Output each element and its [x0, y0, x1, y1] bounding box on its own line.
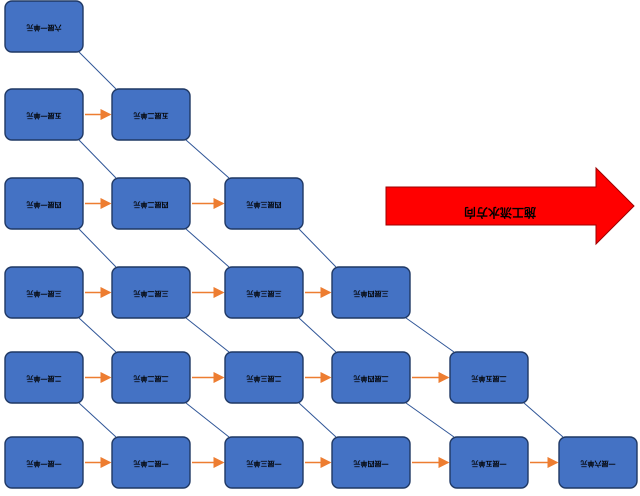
unit-box-shape [111, 351, 191, 404]
unit-box-c4-l3: 三层四单元 [331, 266, 411, 319]
diagonal-connector [298, 317, 337, 353]
unit-box-shape [449, 436, 529, 489]
unit-box-shape [4, 0, 84, 53]
diagonal-connector [185, 139, 230, 179]
unit-box-c1-l4: 四层一单元 [4, 177, 84, 230]
unit-box-label: 二层一单元 [27, 375, 62, 384]
unit-box-label: 四层二单元 [134, 201, 169, 210]
diagonal-connector [78, 402, 117, 438]
diagonal-connectors [78, 51, 564, 438]
unit-box-label: 一层二单元 [134, 460, 169, 469]
unit-box-shape [558, 436, 638, 489]
unit-box-c1-l6: 六层一单元 [4, 0, 84, 53]
unit-box-shape [449, 351, 529, 404]
unit-box-c5-l2: 二层五单元 [449, 351, 529, 404]
unit-box-label: 三层三单元 [247, 290, 282, 299]
unit-box-shape [224, 351, 304, 404]
diagonal-connector [405, 402, 455, 438]
unit-box-shape [111, 88, 191, 141]
diagonal-connector [78, 317, 117, 353]
unit-box-c1-l3: 三层一单元 [4, 266, 84, 319]
unit-box-c5-l1: 一层五单元 [449, 436, 529, 489]
unit-box-label: 二层二单元 [134, 375, 169, 384]
unit-box-c1-l1: 一层一单元 [4, 436, 84, 489]
diagonal-connector [78, 51, 117, 90]
unit-box-c4-l2: 二层四单元 [331, 351, 411, 404]
unit-box-shape [331, 351, 411, 404]
unit-box-label: 四层一单元 [27, 201, 62, 210]
unit-box-c3-l1: 一层三单元 [224, 436, 304, 489]
diagonal-connector [298, 228, 337, 268]
unit-box-label: 二层三单元 [247, 375, 282, 384]
unit-box-shape [224, 177, 304, 230]
unit-box-c1-l5: 五层一单元 [4, 88, 84, 141]
unit-box-shape [4, 177, 84, 230]
unit-box-c2-l3: 三层二单元 [111, 266, 191, 319]
unit-box-label: 三层一单元 [27, 290, 62, 299]
unit-box-shape [4, 266, 84, 319]
unit-box-label: 六层一单元 [27, 24, 62, 33]
diagonal-connector [298, 402, 337, 438]
unit-box-c3-l2: 二层三单元 [224, 351, 304, 404]
unit-box-label: 三层四单元 [354, 290, 389, 299]
diagonal-connector [523, 402, 564, 438]
unit-box-c2-l1: 一层二单元 [111, 436, 191, 489]
unit-box-label: 一层一单元 [27, 460, 62, 469]
flow-direction-label: 施工流水方向 [464, 206, 536, 221]
unit-box-c3-l3: 三层三单元 [224, 266, 304, 319]
big-red-arrow-shape [385, 166, 635, 246]
unit-box-c2-l2: 二层二单元 [111, 351, 191, 404]
unit-box-c4-l1: 一层四单元 [331, 436, 411, 489]
unit-box-shape [331, 436, 411, 489]
unit-box-label: 四层三单元 [247, 201, 282, 210]
unit-box-label: 二层四单元 [354, 375, 389, 384]
unit-box-shape [331, 266, 411, 319]
unit-box-shape [111, 177, 191, 230]
unit-box-shape [111, 266, 191, 319]
unit-box-label: 一层五单元 [472, 460, 507, 469]
diagonal-connector [185, 228, 230, 268]
unit-box-c2-l5: 五层二单元 [111, 88, 191, 141]
unit-box-shape [4, 351, 84, 404]
unit-box-shape [4, 88, 84, 141]
unit-box-label: 一层三单元 [247, 460, 282, 469]
unit-box-label: 三层二单元 [134, 290, 169, 299]
unit-box-label: 五层一单元 [27, 112, 62, 121]
unit-box-shape [224, 436, 304, 489]
unit-box-shape [4, 436, 84, 489]
flow-direction-arrow: 施工流水方向 [385, 166, 635, 246]
unit-box-label: 一层六单元 [581, 460, 616, 469]
horizontal-arrows [85, 108, 559, 469]
diagonal-connector [78, 228, 117, 268]
unit-box-c2-l4: 四层二单元 [111, 177, 191, 230]
unit-box-c3-l4: 四层三单元 [224, 177, 304, 230]
unit-box-label: 二层五单元 [472, 375, 507, 384]
unit-box-c1-l2: 二层一单元 [4, 351, 84, 404]
diagonal-connector [78, 139, 117, 179]
unit-box-label: 一层四单元 [354, 460, 389, 469]
unit-box-label: 五层二单元 [134, 112, 169, 121]
diagonal-connector [405, 317, 455, 353]
diagonal-connector [185, 402, 230, 438]
unit-box-c6-l1: 一层六单元 [558, 436, 638, 489]
diagonal-connector [185, 317, 230, 353]
unit-box-shape [111, 436, 191, 489]
unit-box-shape [224, 266, 304, 319]
